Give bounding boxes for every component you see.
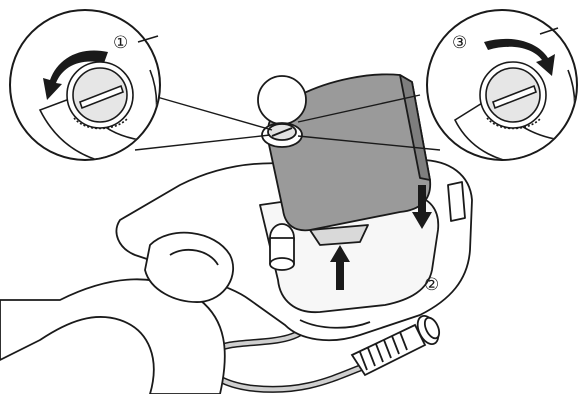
zoom-circle-right: ③: [427, 10, 577, 165]
step-2-label: ②: [424, 275, 439, 295]
step-3-label: ③: [452, 33, 467, 53]
zoom-circle-left: ①: [10, 10, 160, 165]
step-1-label: ①: [113, 33, 128, 53]
